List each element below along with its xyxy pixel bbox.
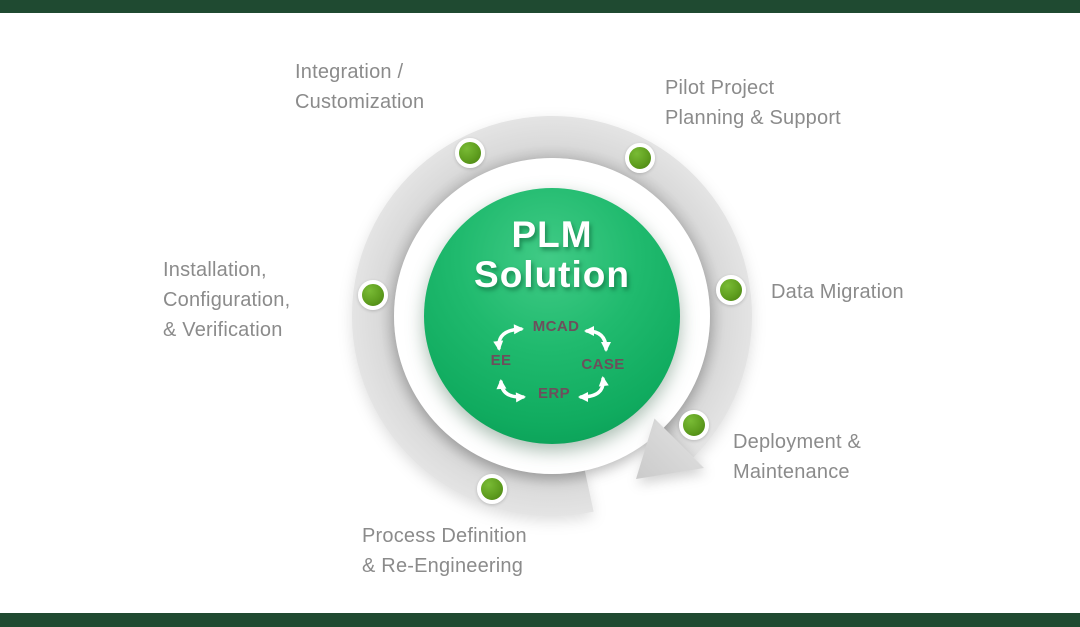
stage-label-installation: Installation, Configuration, & Verificat… bbox=[163, 259, 291, 341]
stage-dot-integration bbox=[455, 138, 485, 168]
stage-label-deployment: Deployment & Maintenance bbox=[733, 431, 862, 483]
plm-solution-circle bbox=[424, 188, 680, 444]
cycle-arrow-ee-mcad bbox=[493, 324, 524, 351]
stage-dot-installation bbox=[358, 280, 388, 310]
cycle-label-case: CASE bbox=[581, 356, 625, 373]
center-title-line1: PLM bbox=[511, 214, 593, 255]
stage-label-integration: Integration / Customization bbox=[295, 61, 425, 113]
center-title: PLM Solution bbox=[402, 215, 702, 295]
center-title-line2: Solution bbox=[474, 254, 630, 295]
cycle-label-ee: EE bbox=[490, 352, 512, 369]
top-border-bar bbox=[0, 0, 1080, 13]
lifecycle-ring-arrowhead bbox=[636, 418, 704, 479]
stage-dot-process bbox=[477, 474, 507, 504]
cycle-arrow-mcad-case bbox=[584, 326, 611, 352]
cycle-arrow-case-erp bbox=[578, 376, 609, 402]
cycle-label-erp: ERP bbox=[537, 385, 571, 402]
stage-dot-pilot bbox=[625, 143, 655, 173]
cycle-label-mcad: MCAD bbox=[532, 318, 580, 335]
stage-label-pilot: Pilot Project Planning & Support bbox=[665, 77, 841, 129]
stage-label-process: Process Definition & Re-Engineering bbox=[362, 525, 527, 577]
integration-cycle-arrows bbox=[493, 324, 611, 403]
bottom-border-bar bbox=[0, 613, 1080, 627]
stage-dot-deployment bbox=[679, 410, 709, 440]
cycle-arrow-erp-ee bbox=[496, 379, 526, 403]
stage-label-data-migration: Data Migration bbox=[771, 281, 904, 303]
stage-dot-data-migration bbox=[716, 275, 746, 305]
